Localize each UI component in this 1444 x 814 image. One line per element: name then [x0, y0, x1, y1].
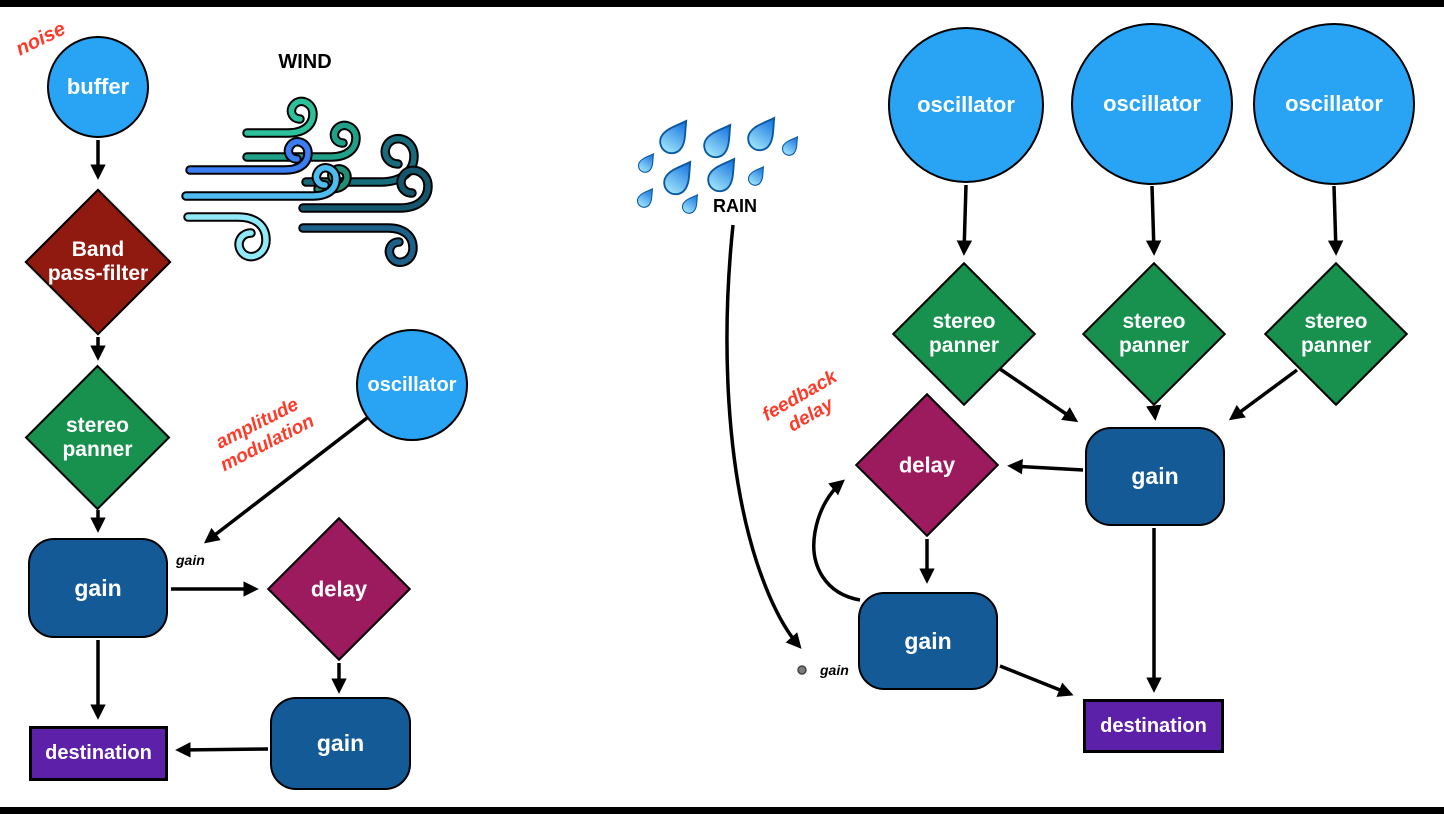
- rain-connectors: [725, 184, 1344, 697]
- wind-gain-input-node: gain: [28, 538, 168, 638]
- connector-gain-feedback-to-destination: [999, 664, 1074, 697]
- rain-oscillator-3-node: oscillator: [1253, 23, 1415, 185]
- rain-gain-mix-node: gain: [1085, 427, 1225, 526]
- rain-oscillator-1-node: oscillator: [888, 27, 1044, 183]
- rain-gain-param-label: gain: [820, 662, 849, 678]
- connector-osc2-to-panner2: [1145, 185, 1162, 256]
- connector-rain-to-gain-param: [725, 224, 802, 649]
- connector-osc1-to-panner1: [956, 184, 973, 256]
- connector-gain-to-delay: [1007, 458, 1084, 475]
- rain-oscillator-2-node: oscillator: [1071, 23, 1233, 185]
- connector-feedback-loop: [812, 479, 861, 602]
- rain-title: RAIN: [713, 196, 757, 216]
- bottom-frame-bar: [0, 807, 1444, 814]
- top-frame-bar: [0, 0, 1444, 7]
- rain-gain-feedback-node: gain: [858, 592, 998, 690]
- connector-gain-wet-to-destination: [175, 742, 269, 758]
- wind-gain-param-label: gain: [176, 552, 205, 568]
- connector-oscillator-to-gain-param: [203, 416, 369, 544]
- wind-title: WIND: [278, 51, 332, 73]
- wind-gain-wet-node: gain: [270, 697, 411, 790]
- connector-panner2-to-gain: [1146, 404, 1162, 421]
- connector-panner1-to-gain: [999, 367, 1079, 423]
- wind-icon: [181, 96, 433, 267]
- connector-osc3-to-panner3: [1327, 185, 1344, 256]
- gain-param-port-dot: [797, 665, 807, 675]
- wind-destination-node: destination: [29, 726, 168, 781]
- wind-oscillator-node: oscillator: [356, 329, 468, 441]
- connector-panner3-to-gain: [1228, 368, 1299, 421]
- wind-buffer-node: buffer: [47, 36, 149, 138]
- rain-destination-node: destination: [1083, 699, 1224, 753]
